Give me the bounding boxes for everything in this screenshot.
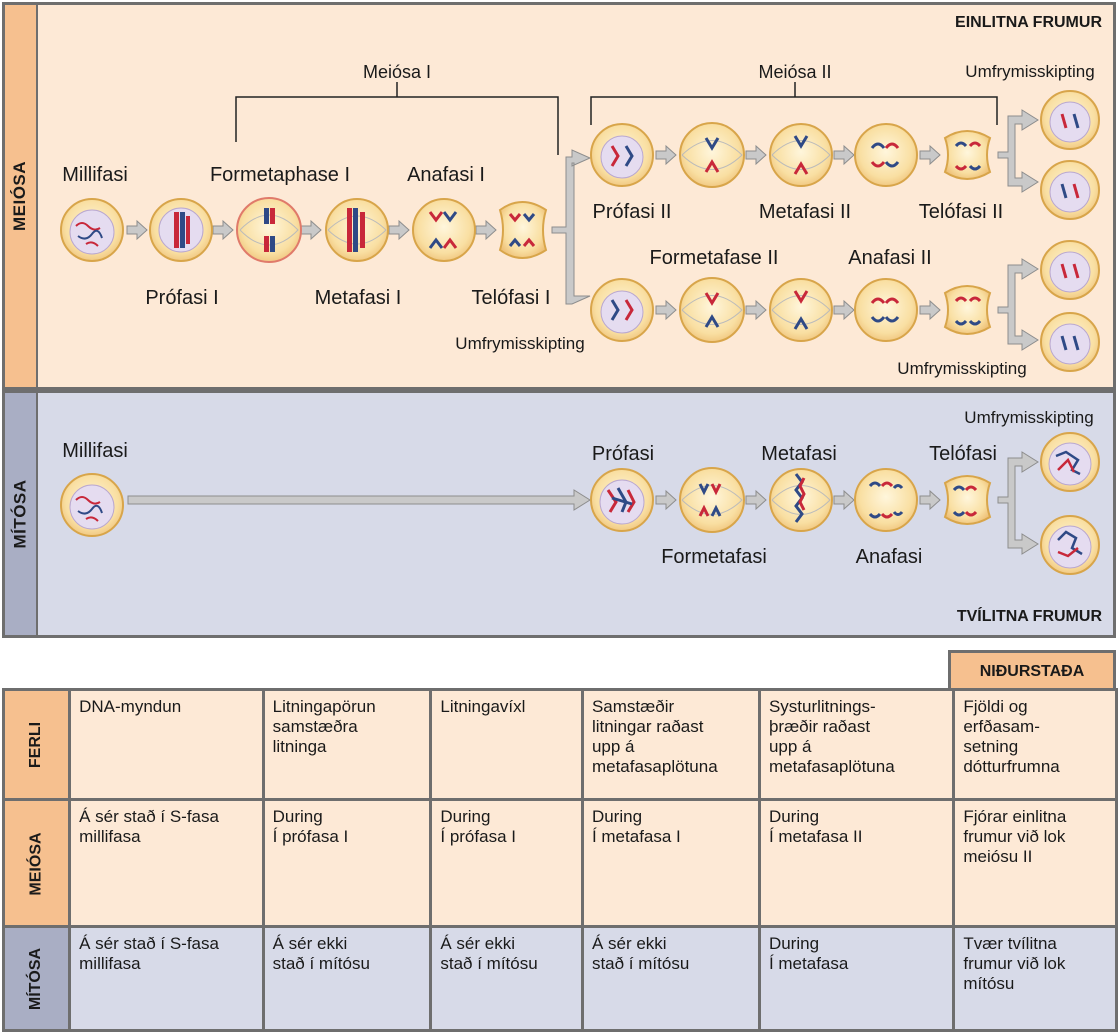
- cell-prophase-1: [149, 198, 213, 262]
- table-cell: Systurlitnings- þræðir raðast upp á meta…: [757, 688, 956, 801]
- cell-prometaphase-2-bottom: [679, 277, 745, 343]
- cell-mitosis-metaphase: [769, 468, 833, 532]
- mitosis-panel: [2, 390, 1116, 638]
- cell-metaphase-2-top: [769, 123, 833, 187]
- label-telophase-2: Telófasi II: [919, 201, 1003, 223]
- meiosis-1-bracket: [235, 82, 559, 155]
- cell-metaphase-2-bottom: [769, 278, 833, 342]
- daughter-cell-meiosis-1: [1040, 90, 1100, 150]
- meiosis-split-connector: [551, 149, 592, 305]
- cell-telophase-1: [498, 201, 548, 259]
- table-cell: Fjórar einlitna frumur við lok meiósu II: [952, 798, 1118, 928]
- label-mitosis-prometaphase: Formetafasi: [661, 546, 767, 568]
- table-cell: During Í metafasa: [757, 925, 956, 1032]
- label-meiosis-interphase: Millifasi: [62, 164, 128, 186]
- meiosis-top-fork: [997, 109, 1039, 193]
- cell-metaphase-1: [325, 198, 389, 262]
- mitosis-fork: [997, 451, 1039, 555]
- haploid-cells-label: EINLITNA FRUMUR: [955, 14, 1102, 31]
- table-cell: Á sér stað í S-fasa millifasa: [68, 925, 265, 1032]
- label-mitosis-prophase: Prófasi: [592, 443, 654, 465]
- daughter-cell-mitosis-2: [1040, 515, 1100, 575]
- table-cell: Á sér ekki stað í mítósu: [261, 925, 433, 1032]
- table-cell: Á sér ekki stað í mítósu: [429, 925, 584, 1032]
- mitosis-side-label: MÍTÓSA: [5, 393, 38, 635]
- meiosis-2-bracket: [590, 82, 998, 125]
- table-cell: During Í prófasa I: [261, 798, 433, 928]
- cell-telophase-2-bottom: [943, 285, 992, 335]
- comparison-table: FERLI DNA-myndun Litningapörun samstæðra…: [1, 688, 1118, 1032]
- table-cell: During Í metafasa II: [757, 798, 956, 928]
- label-prometaphase-1: Formetaphase I: [210, 164, 350, 186]
- table-cell: Samstæðir litningar raðast upp á metafas…: [580, 688, 761, 801]
- label-mitosis-metaphase: Metafasi: [761, 443, 837, 465]
- label-anaphase-2: Anafasi II: [848, 247, 931, 269]
- cell-prophase-2-top: [590, 123, 654, 187]
- cell-mitosis-prophase: [590, 468, 654, 532]
- table-cell: Litningapörun samstæðra litninga: [261, 688, 433, 801]
- daughter-cell-meiosis-3: [1040, 240, 1100, 300]
- cell-meiosis-interphase: [60, 198, 124, 262]
- result-header: NIÐURSTAÐA: [948, 650, 1116, 691]
- row-head-process: FERLI: [1, 688, 72, 801]
- label-cytokinesis-1: Umfrymisskipting: [455, 334, 584, 353]
- cell-anaphase-2-top: [854, 123, 918, 187]
- meiosis-2-label: Meiósa II: [758, 62, 831, 82]
- table-cell: Tvær tvílitna frumur við lok mítósu: [952, 925, 1118, 1032]
- label-cytokinesis-2-top: Umfrymisskipting: [965, 62, 1094, 81]
- cell-mitosis-anaphase: [854, 468, 918, 532]
- diploid-cells-label: TVÍLITNA FRUMUR: [956, 608, 1102, 625]
- label-metaphase-2: Metafasi II: [759, 201, 851, 223]
- table-row: FERLI DNA-myndun Litningapörun samstæðra…: [1, 688, 1118, 801]
- label-mitosis-cytokinesis: Umfrymisskipting: [964, 408, 1093, 427]
- label-mitosis-telophase: Telófasi: [929, 443, 997, 465]
- table-cell: Á sér stað í S-fasa millifasa: [68, 798, 265, 928]
- daughter-cell-mitosis-1: [1040, 432, 1100, 492]
- label-cytokinesis-2-bottom: Umfrymisskipting: [897, 359, 1026, 378]
- table-cell: Litningavíxl: [429, 688, 584, 801]
- cell-mitosis-prometaphase: [679, 467, 745, 533]
- label-mitosis-interphase: Millifasi: [62, 440, 128, 462]
- table-cell: Fjöldi og erfðasam- setning dótturfrumna: [952, 688, 1118, 801]
- meiosis-1-label: Meiósa I: [363, 62, 431, 82]
- meiosis-side-label: MEIÓSA: [5, 5, 38, 387]
- meiosis-bottom-fork: [997, 258, 1039, 351]
- daughter-cell-meiosis-4: [1040, 312, 1100, 372]
- label-prometaphase-2: Formetafase II: [650, 247, 779, 269]
- table-row: MEIÓSA Á sér stað í S-fasa millifasa Dur…: [1, 798, 1118, 928]
- label-anaphase-1: Anafasi I: [407, 164, 485, 186]
- daughter-cell-meiosis-2: [1040, 160, 1100, 220]
- cell-mitosis-telophase: [943, 475, 992, 525]
- cell-mitosis-interphase: [60, 473, 124, 537]
- cell-prometaphase-2-top: [679, 122, 745, 188]
- label-prophase-2: Prófasi II: [593, 201, 672, 223]
- cell-prophase-2-bottom: [590, 278, 654, 342]
- table-row: MÍTÓSA Á sér stað í S-fasa millifasa Á s…: [1, 925, 1118, 1032]
- table-cell: During Í metafasa I: [580, 798, 761, 928]
- table-cell: During Í prófasa I: [429, 798, 584, 928]
- cell-division-diagram: Meiósa I Meiósa II: [60, 62, 1100, 575]
- cell-telophase-2-top: [943, 130, 992, 180]
- cell-anaphase-2-bottom: [854, 278, 918, 342]
- cell-prometaphase-1: [236, 197, 302, 263]
- mitosis-interphase-arrow: [127, 489, 941, 511]
- table-cell: DNA-myndun: [68, 688, 265, 801]
- row-head-mitosis: MÍTÓSA: [1, 925, 72, 1032]
- label-telophase-1: Telófasi I: [472, 287, 551, 309]
- label-mitosis-anaphase: Anafasi: [856, 546, 923, 568]
- meiosis-panel: [2, 2, 1116, 390]
- label-prophase-1: Prófasi I: [145, 287, 218, 309]
- label-metaphase-1: Metafasi I: [315, 287, 402, 309]
- cell-anaphase-1: [412, 198, 476, 262]
- row-head-meiosis: MEIÓSA: [1, 798, 72, 928]
- table-cell: Á sér ekki stað í mítósu: [580, 925, 761, 1032]
